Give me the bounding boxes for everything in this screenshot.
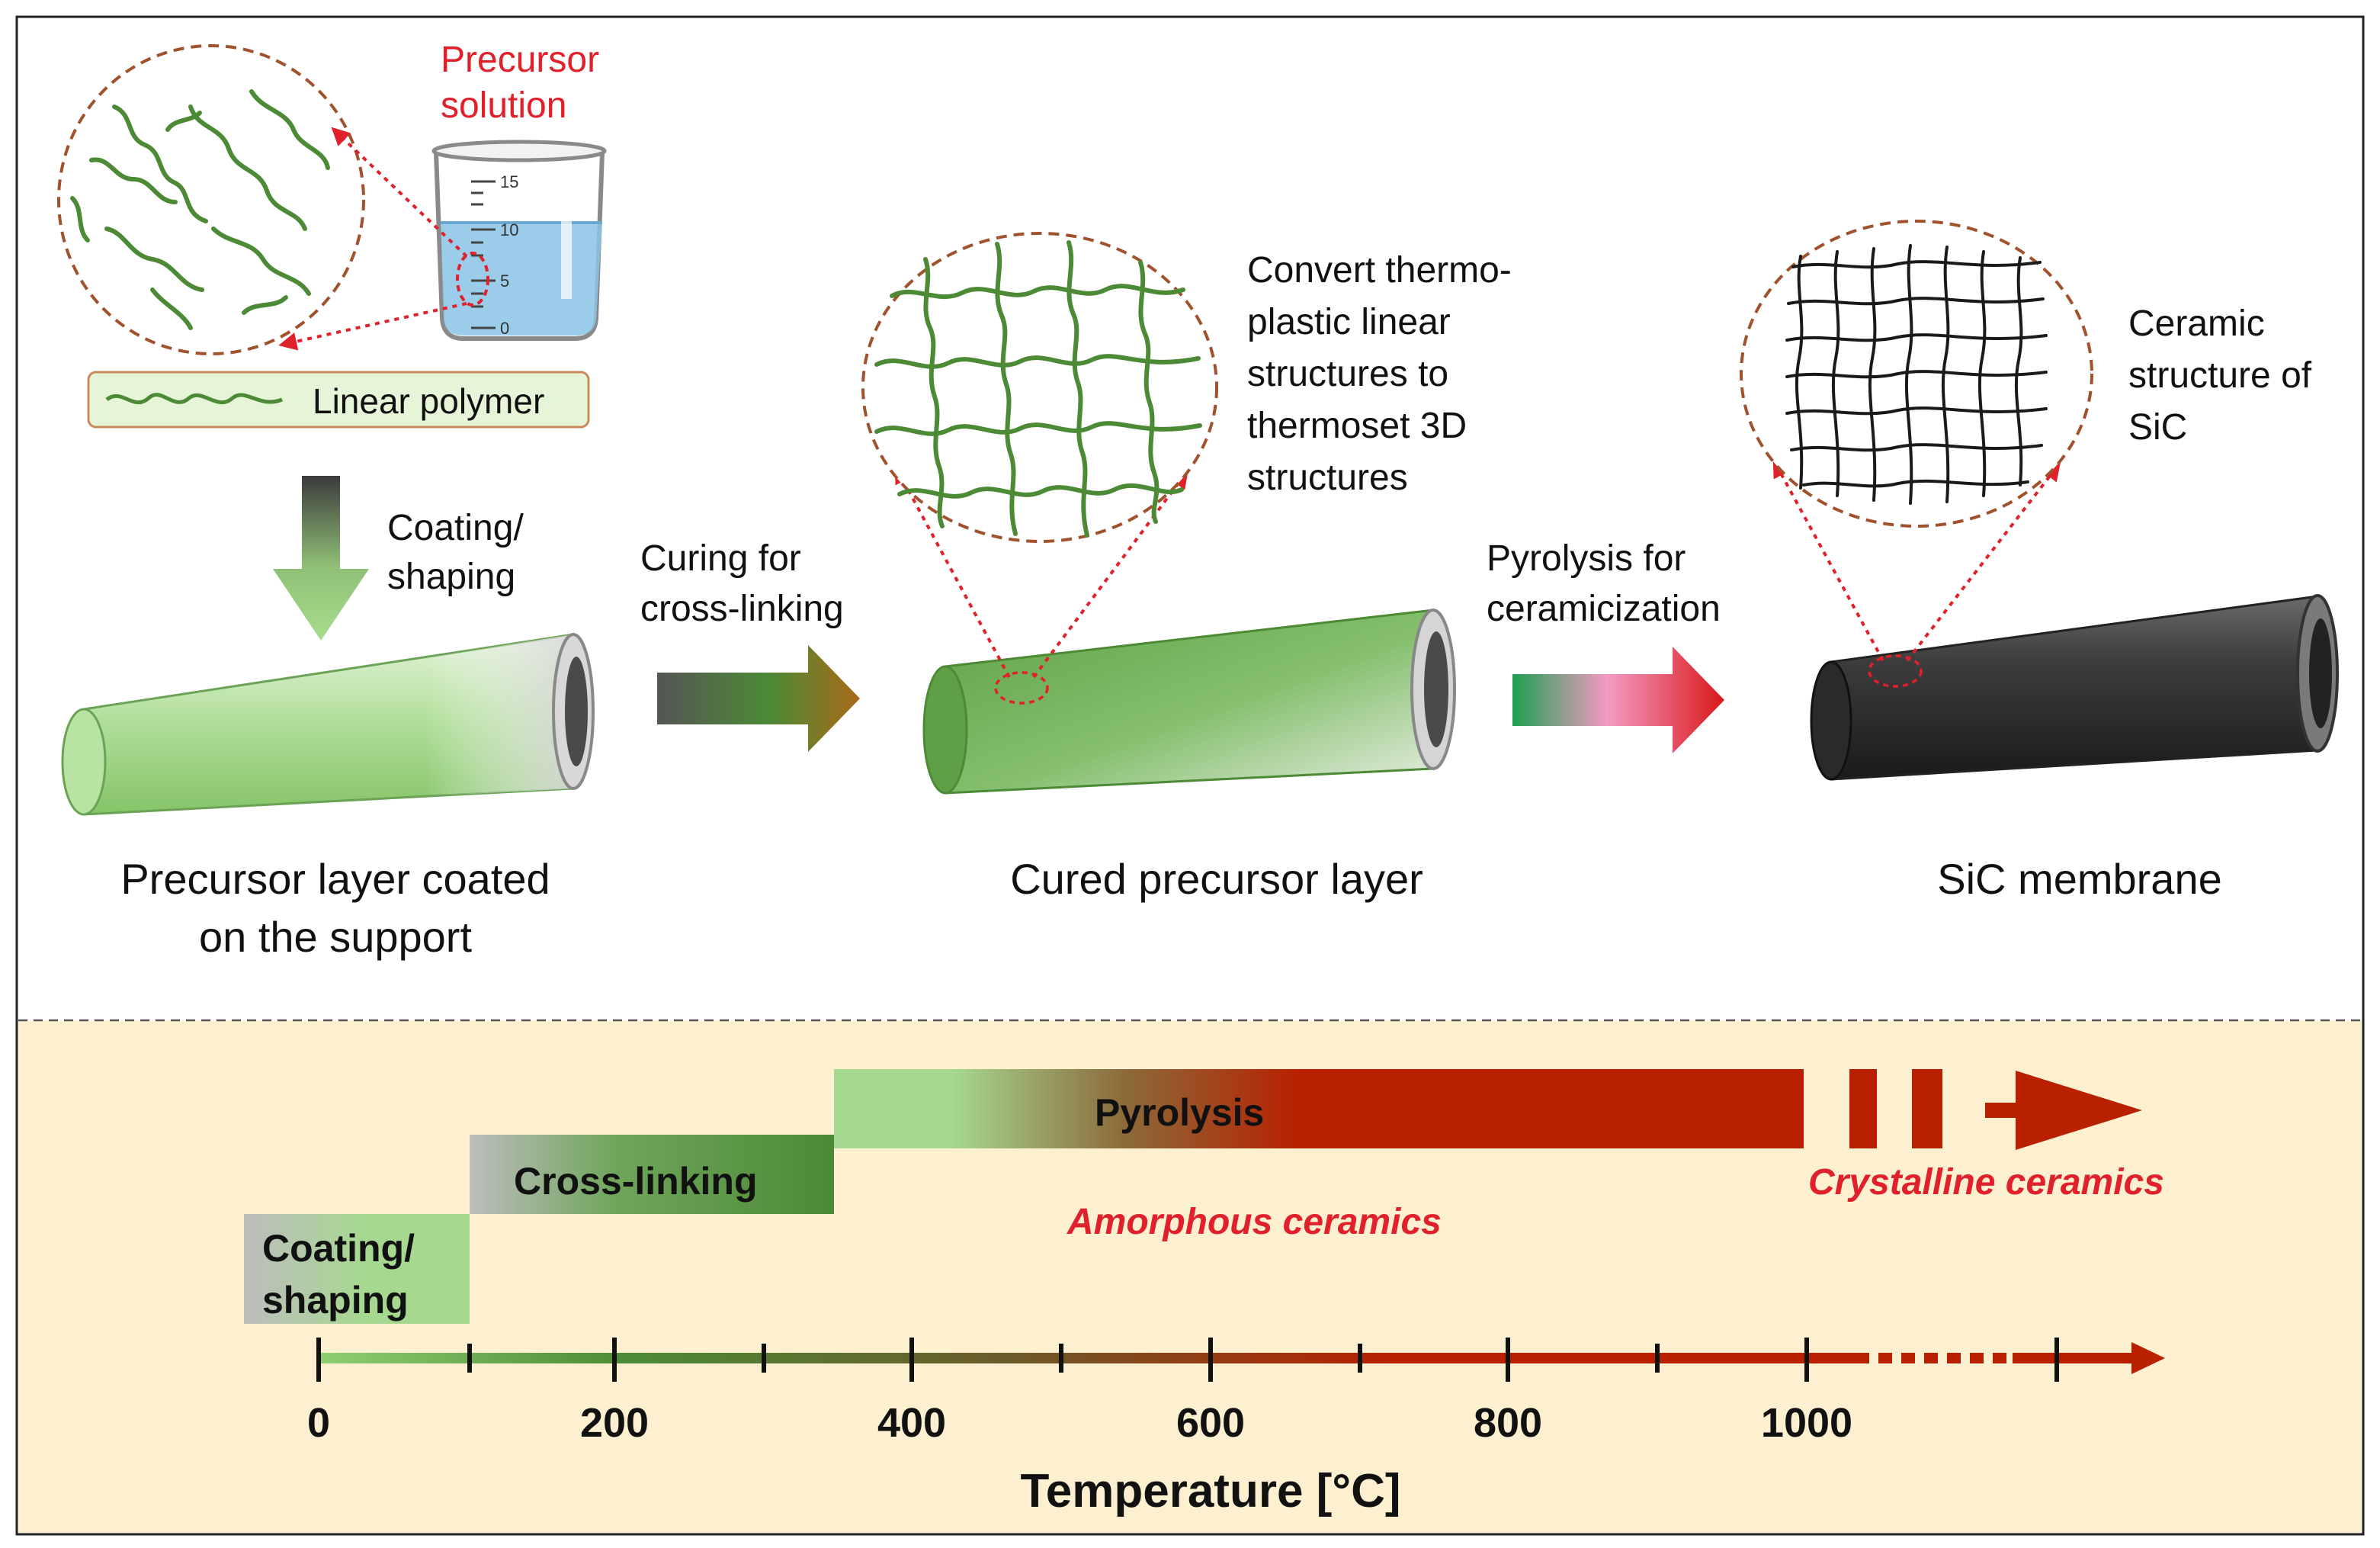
amorphous-ceramics-label: Amorphous ceramics bbox=[1067, 1202, 1442, 1242]
axis-tick-label-800: 800 bbox=[1474, 1400, 1542, 1446]
crystalline-arrow bbox=[1985, 1071, 2142, 1150]
sic-zoom-pointer-right bbox=[1906, 462, 2061, 662]
axis-tick-label-400: 400 bbox=[877, 1400, 946, 1446]
caption-precursor-1: Precursor layer coated bbox=[120, 855, 550, 903]
ceramic-zoom-circle bbox=[1740, 220, 2093, 528]
ceramic-lattice bbox=[1785, 244, 2048, 505]
ceramic-text-2: structure of bbox=[2128, 355, 2312, 396]
caption-cured: Cured precursor layer bbox=[1010, 855, 1423, 903]
cured-sample-highlight bbox=[994, 671, 1049, 705]
pyrolysis-label-2: ceramicization bbox=[1487, 589, 1721, 629]
stage-crosslinking-label: Cross-linking bbox=[514, 1160, 757, 1203]
beaker-icon: 15 10 5 0 bbox=[431, 140, 607, 341]
crystalline-bar-segment-1 bbox=[1849, 1069, 1877, 1148]
beaker-tick-15: 15 bbox=[500, 172, 518, 191]
ceramic-text-1: Ceramic bbox=[2128, 303, 2265, 344]
axis-tick-label-200: 200 bbox=[580, 1400, 649, 1446]
sic-membrane-tube bbox=[1810, 594, 2339, 781]
axis-extension bbox=[2013, 1353, 2135, 1363]
precursor-solution-label-2: solution bbox=[441, 85, 566, 126]
coating-label-1: Coating/ bbox=[387, 508, 524, 548]
sample-highlight bbox=[456, 252, 489, 307]
beaker-tick-0: 0 bbox=[500, 319, 509, 338]
precursor-solution-label-1: Precursor bbox=[441, 40, 599, 80]
coating-label-2: shaping bbox=[387, 557, 515, 597]
stage-crosslinking-bar bbox=[470, 1135, 834, 1214]
convert-text-5: structures bbox=[1247, 458, 1408, 498]
linear-polymer-icon bbox=[105, 393, 283, 405]
caption-precursor-2: on the support bbox=[199, 913, 472, 961]
convert-text-2: plastic linear bbox=[1247, 302, 1451, 342]
stage-pyrolysis-label: Pyrolysis bbox=[1095, 1091, 1264, 1134]
axis-tick-label-1000: 1000 bbox=[1761, 1400, 1852, 1446]
sic-zoom-pointer-left bbox=[1772, 458, 1884, 661]
convert-text-1: Convert thermo- bbox=[1247, 250, 1512, 291]
pyrolysis-arrow bbox=[1512, 647, 1724, 753]
convert-text-3: structures to bbox=[1247, 354, 1448, 394]
stage-coating-label-2: shaping bbox=[262, 1279, 409, 1322]
axis-ticks bbox=[316, 1338, 2059, 1382]
crystalline-ceramics-label: Crystalline ceramics bbox=[1808, 1162, 2164, 1203]
linear-polymer-zoom-circle bbox=[57, 44, 365, 355]
zoom-pointer-lower bbox=[278, 302, 467, 351]
axis-line bbox=[319, 1353, 1856, 1363]
stage-coating-bar bbox=[244, 1214, 470, 1324]
axis-arrowhead bbox=[2131, 1342, 2165, 1374]
stage-pyrolysis-bar bbox=[834, 1069, 1804, 1148]
convert-text-4: thermoset 3D bbox=[1247, 406, 1467, 446]
curing-label-1: Curing for bbox=[640, 538, 801, 579]
beaker-tick-5: 5 bbox=[500, 271, 509, 291]
linear-polymer-legend bbox=[87, 371, 590, 429]
beaker-tick-10: 10 bbox=[500, 220, 518, 239]
precursor-coated-tube bbox=[61, 633, 595, 816]
cured-precursor-tube bbox=[922, 609, 1456, 795]
caption-sic: SiC membrane bbox=[1937, 855, 2221, 903]
stage-bars bbox=[244, 1069, 2142, 1324]
axis-tick-label-0: 0 bbox=[307, 1400, 330, 1446]
pyrolysis-label-1: Pyrolysis for bbox=[1487, 538, 1686, 579]
precursor-section: 15 10 5 0 Precursor solution Linear poly… bbox=[57, 40, 607, 641]
axis-tick-label-600: 600 bbox=[1176, 1400, 1245, 1446]
crystalline-bar-segment-2 bbox=[1912, 1069, 1942, 1148]
linear-polymer-label: Linear polymer bbox=[313, 381, 544, 421]
crosslinked-network bbox=[874, 240, 1202, 538]
temperature-axis: 0 200 400 600 800 1000 Temperature [°C] bbox=[307, 1338, 2165, 1517]
curing-arrow bbox=[657, 645, 860, 752]
linear-polymer-chains bbox=[70, 89, 330, 330]
axis-title: Temperature [°C] bbox=[1020, 1465, 1400, 1517]
stage-coating-label-1: Coating/ bbox=[262, 1227, 415, 1270]
sic-sample-highlight bbox=[1868, 654, 1923, 688]
zoom-pointer-upper bbox=[331, 127, 468, 258]
ceramic-text-3: SiC bbox=[2128, 407, 2187, 448]
curing-label-2: cross-linking bbox=[640, 589, 844, 629]
crosslinked-zoom-circle bbox=[861, 232, 1218, 543]
cured-zoom-pointer-right bbox=[1032, 470, 1188, 679]
coating-down-arrow bbox=[273, 476, 369, 641]
